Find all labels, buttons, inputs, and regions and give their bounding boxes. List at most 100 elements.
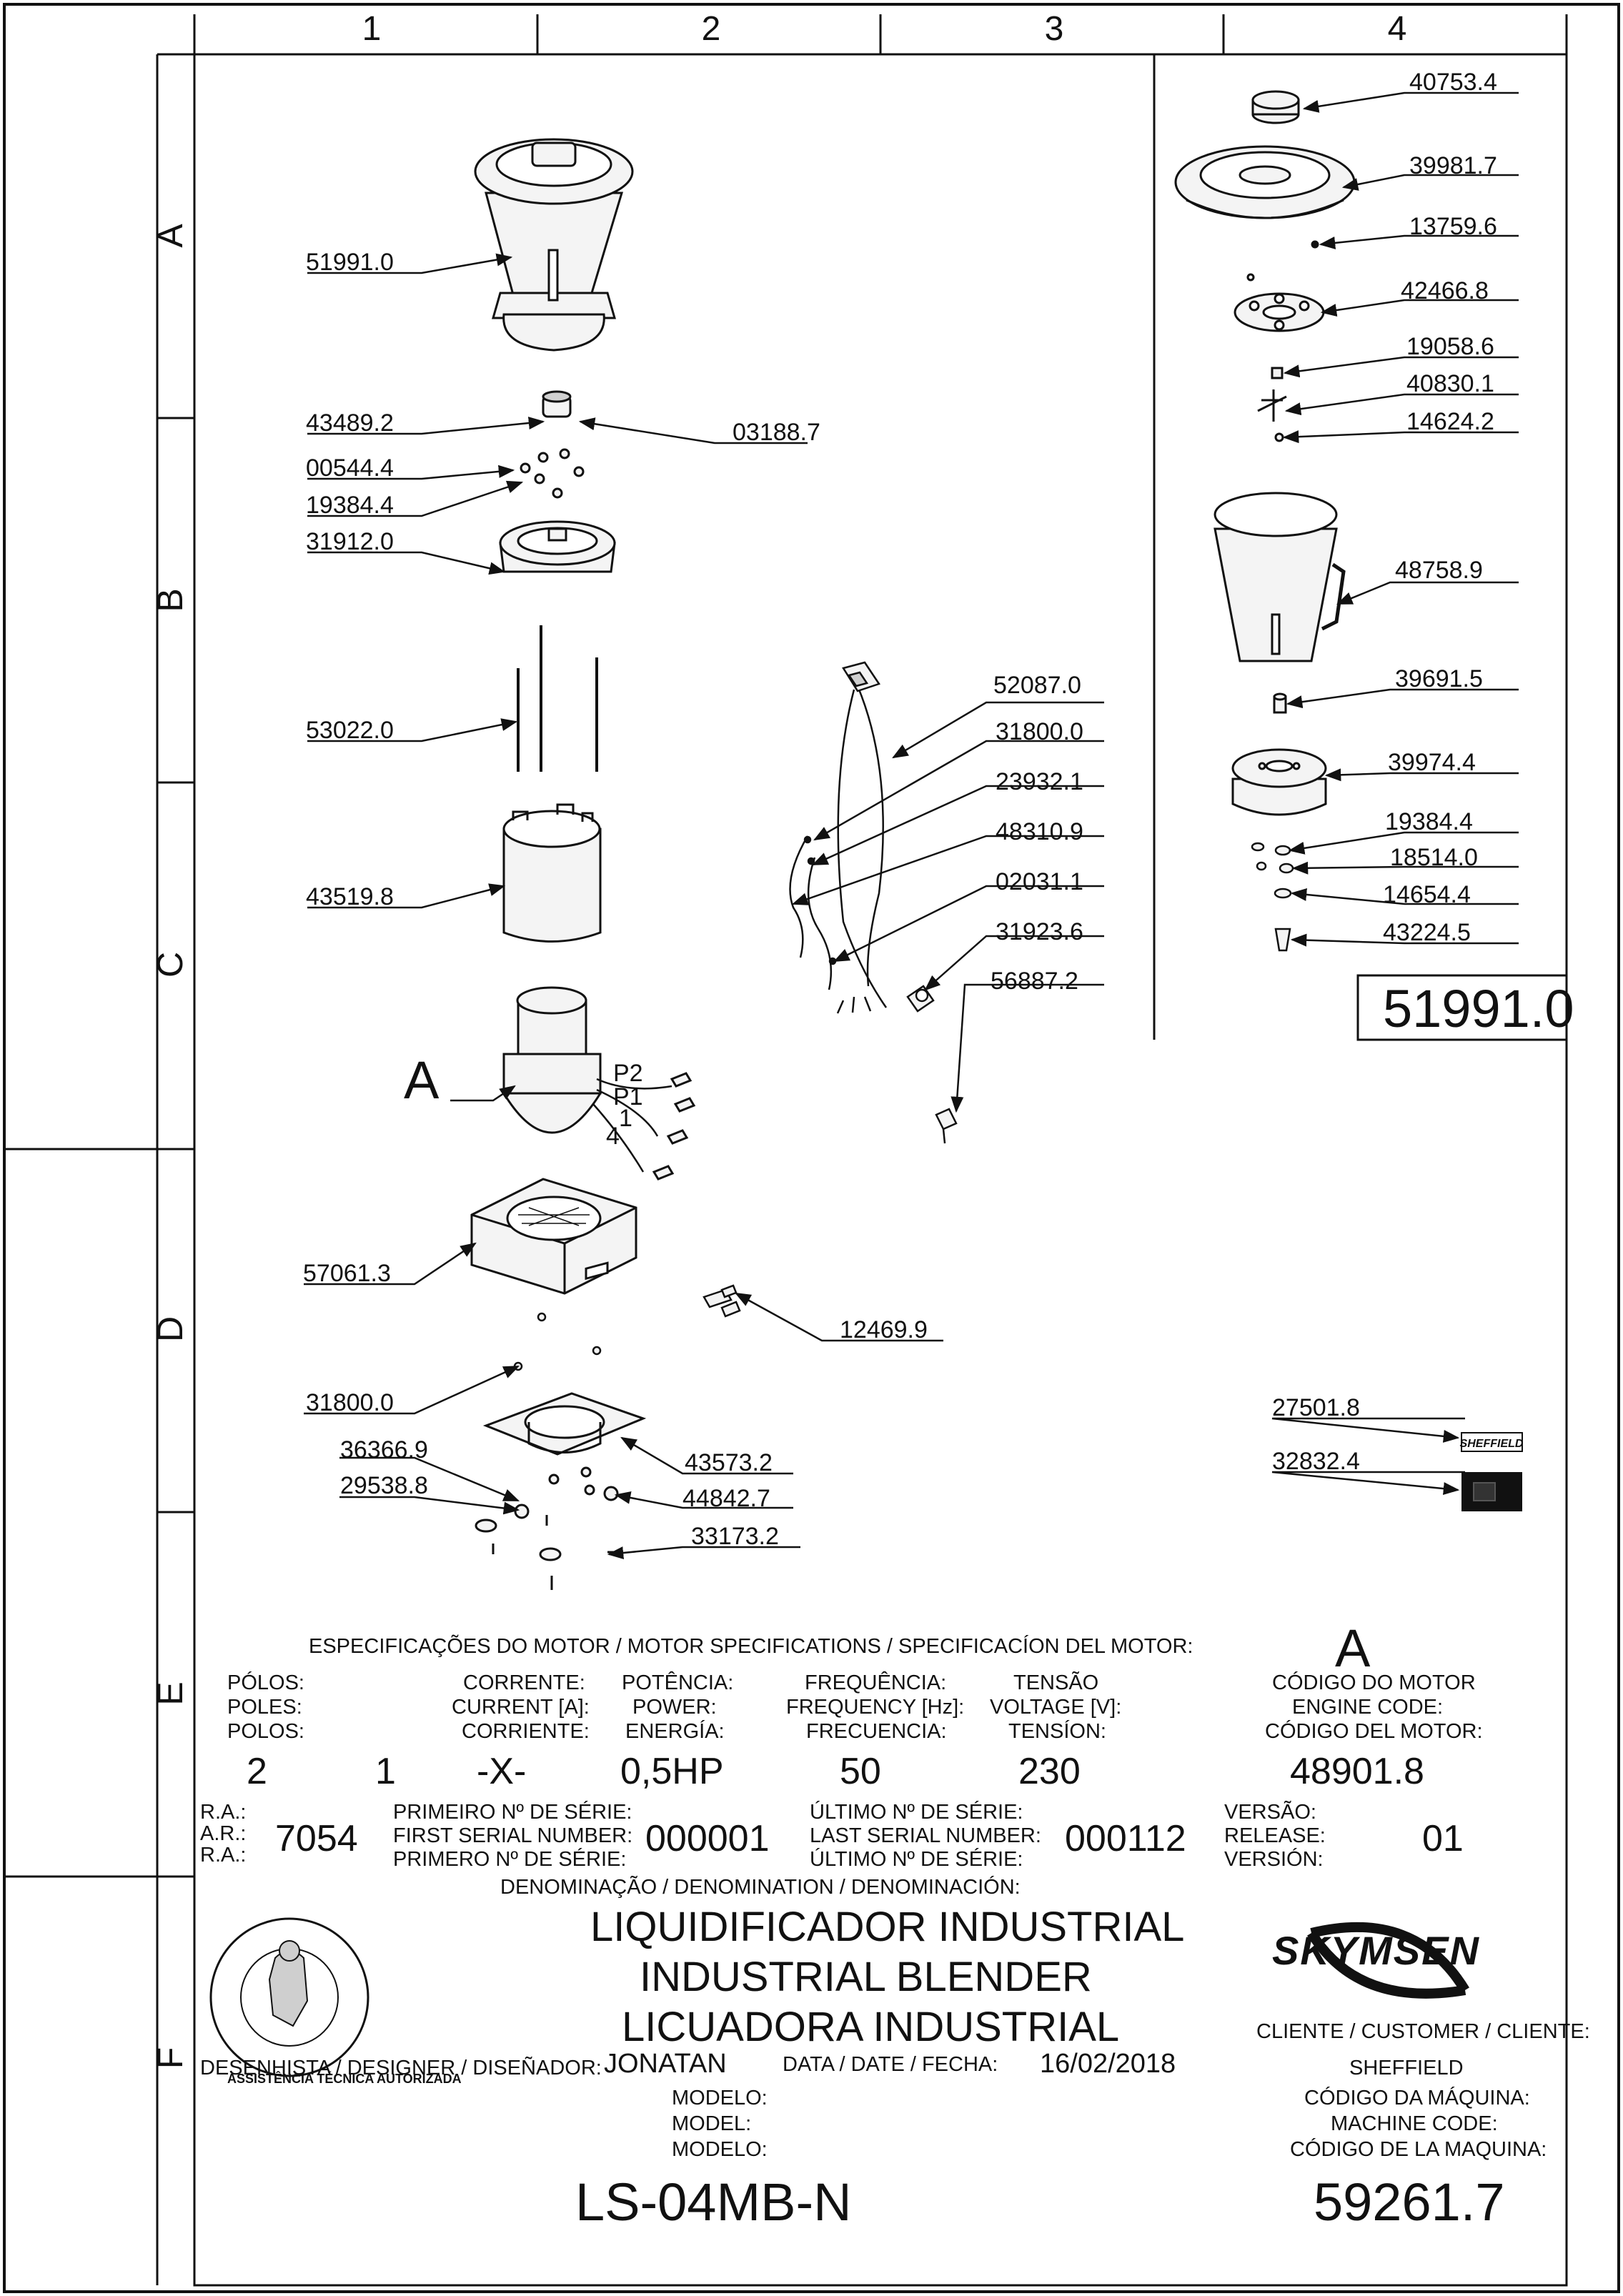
part-callout-13759-6: 13759.6 — [1409, 213, 1497, 240]
power-label: ENERGÍA: — [625, 1720, 725, 1743]
part-callout-43519-8: 43519.8 — [306, 883, 394, 910]
part-callout-53022-0: 53022.0 — [306, 717, 394, 744]
machine-code-label: CÓDIGO DE LA MAQUINA: — [1290, 2138, 1547, 2161]
part-callout-33173-2: 33173.2 — [691, 1523, 779, 1550]
motor-terminal-label: 1 — [619, 1105, 632, 1132]
engine-code-label: CÓDIGO DEL MOTOR: — [1265, 1720, 1483, 1743]
nameplate-label: SHEFFIELD — [1460, 1438, 1524, 1450]
motor-terminal-label: P2 — [613, 1060, 643, 1087]
brand-logo: SKYMSEN — [1272, 1928, 1480, 1973]
coupling — [1273, 692, 1287, 714]
date-label: DATA / DATE / FECHA: — [783, 2053, 998, 2076]
part-callout-52087-0: 52087.0 — [993, 672, 1081, 699]
row-label: B — [150, 588, 190, 612]
part-callout-39691-5: 39691.5 — [1395, 665, 1483, 692]
part-callout-00544-4: 00544.4 — [306, 454, 394, 482]
power-value: 0,5HP — [620, 1751, 724, 1792]
part-callout-43224-5: 43224.5 — [1383, 919, 1471, 946]
last-serial-label: ÚLTIMO Nº DE SÉRIE: — [810, 1801, 1023, 1824]
part-callout-31800-0: 31800.0 — [306, 1389, 394, 1416]
release-label: VERSÃO: — [1224, 1801, 1316, 1824]
denomination-line: LICUADORA INDUSTRIAL — [622, 2004, 1120, 2050]
foot-screws — [513, 1284, 741, 1371]
frequency-label: FREQUÊNCIA: — [805, 1671, 947, 1694]
part-callout-23932-1: 23932.1 — [996, 768, 1083, 795]
ra-label: R.A.: — [200, 1844, 247, 1867]
drive-hardware — [1251, 842, 1294, 952]
frequency-label: FRECUENCIA: — [806, 1720, 947, 1743]
jar — [1213, 492, 1346, 662]
motor-specs-heading: ESPECIFICAÇÕES DO MOTOR / MOTOR SPECIFIC… — [309, 1635, 1193, 1658]
voltage-value: 230 — [1018, 1751, 1081, 1792]
frequency-label: FREQUENCY [Hz]: — [786, 1696, 965, 1719]
current-label: CURRENT [A]: — [452, 1696, 590, 1719]
row-label: D — [150, 1316, 190, 1342]
first-serial-label: PRIMERO Nº DE SÉRIE: — [393, 1848, 627, 1871]
poles-value: 2 — [247, 1751, 267, 1792]
current-label: CORRENTE: — [463, 1671, 585, 1694]
client-value: SHEFFIELD — [1349, 2057, 1464, 2079]
part-callout-19384-4: 19384.4 — [306, 492, 394, 519]
column-label: 3 — [1045, 10, 1064, 48]
ra-label: R.A.: — [200, 1801, 247, 1824]
ra-label: A.R.: — [200, 1822, 247, 1845]
column-label: 4 — [1388, 10, 1407, 48]
machine-code-value: 59261.7 — [1314, 2172, 1505, 2232]
client-label: CLIENTE / CUSTOMER / CLIENTE: — [1256, 2020, 1590, 2043]
motor-callout-letter: A — [404, 1050, 440, 1110]
poles-label: POLES: — [227, 1696, 302, 1719]
last-serial-value: 000112 — [1065, 1818, 1186, 1859]
motor-terminal-label: 4 — [606, 1123, 620, 1150]
complete-blender-part — [474, 138, 634, 352]
last-serial-label: LAST SERIAL NUMBER: — [810, 1824, 1041, 1847]
release-label: VERSIÓN: — [1224, 1848, 1324, 1871]
designer-value: JONATAN — [604, 2049, 727, 2079]
model-label: MODELO: — [672, 2138, 768, 2161]
frequency-value: 50 — [840, 1751, 881, 1792]
part-callout-57061-3: 57061.3 — [303, 1260, 391, 1287]
power-label: POWER: — [632, 1696, 717, 1719]
model-value: LS-04MB-N — [575, 2172, 852, 2232]
engine-code-value: 48901.8 — [1290, 1751, 1424, 1792]
row-label: F — [150, 2047, 190, 2069]
row-ruler — [4, 54, 194, 2285]
tie-rods — [517, 625, 598, 772]
model-label: MODEL: — [672, 2112, 752, 2135]
part-callout-44842-7: 44842.7 — [683, 1485, 770, 1512]
part-callout-48310-9: 48310.9 — [996, 818, 1083, 845]
part-callout-27501-8: 27501.8 — [1272, 1394, 1360, 1421]
leader-lines — [304, 91, 1519, 1560]
first-serial-label: PRIMEIRO Nº DE SÉRIE: — [393, 1801, 632, 1824]
machine-code-label: MACHINE CODE: — [1331, 2112, 1498, 2135]
first-serial-value: 000001 — [645, 1818, 770, 1859]
switch-plate — [1461, 1472, 1522, 1511]
capacitor-switch — [935, 1108, 958, 1144]
part-callout-14624-2: 14624.2 — [1406, 408, 1494, 435]
base-plate — [475, 1392, 647, 1590]
part-callout-40753-4: 40753.4 — [1409, 69, 1497, 96]
skymsen-logo — [1307, 1922, 1469, 1999]
part-callout-39981-7: 39981.7 — [1409, 152, 1497, 179]
column-label: 2 — [702, 10, 721, 48]
lid-cap — [1251, 90, 1300, 124]
voltage-label: TENSÃO — [1013, 1671, 1099, 1694]
denomination-label: DENOMINAÇÃO / DENOMINATION / DENOMINACIÓ… — [500, 1876, 1021, 1899]
ra-value: 7054 — [275, 1818, 358, 1859]
current-label: CORRIENTE: — [462, 1720, 590, 1743]
denomination-line: INDUSTRIAL BLENDER — [640, 1954, 1092, 2000]
blade-assembly — [1257, 367, 1287, 442]
part-callout-40830-1: 40830.1 — [1406, 370, 1494, 397]
engine-code-label: CÓDIGO DO MOTOR — [1272, 1671, 1476, 1694]
row-labels: A B C D E F — [150, 224, 190, 2069]
part-callout-43573-2: 43573.2 — [685, 1449, 773, 1476]
denomination-line: LIQUIDIFICADOR INDUSTRIAL — [590, 1904, 1185, 1950]
part-callout-39974-4: 39974.4 — [1388, 749, 1476, 776]
subassembly-code: 51991.0 — [1383, 979, 1574, 1038]
base-housing — [470, 1178, 637, 1295]
jar-lid — [1174, 145, 1356, 249]
part-callout-03188-7: 03188.7 — [733, 419, 820, 446]
power-label: POTÊNCIA: — [622, 1671, 734, 1694]
designer-label: DESENHISTA / DESIGNER / DISEÑADOR: — [200, 2057, 602, 2079]
release-value: 01 — [1422, 1818, 1464, 1859]
